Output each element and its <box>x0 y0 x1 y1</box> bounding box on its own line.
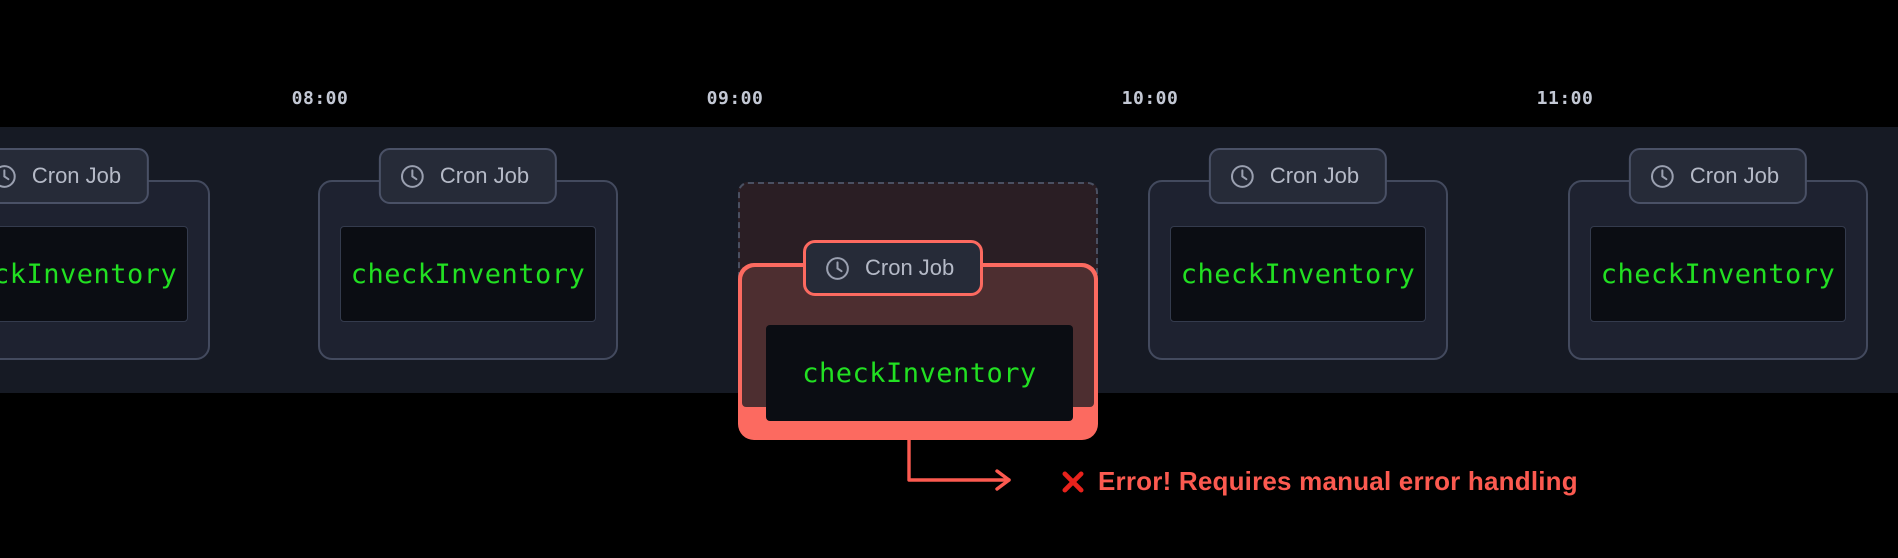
cron-job-chip-label: Cron Job <box>31 163 122 188</box>
cron-job-chip-label: Cron Job <box>1689 163 1780 188</box>
error-job-code-box: checkInventory <box>766 325 1073 421</box>
tick-label-0800: 08:00 <box>291 88 349 109</box>
cross-mark-icon <box>1060 469 1086 495</box>
annotation-text: Error! Requires manual error handling <box>1098 466 1578 496</box>
error-cron-job-chip-label: Cron Job <box>865 255 955 280</box>
annotation-message: Error! Requires manual error handling <box>1060 466 1578 497</box>
cron-job-chip-label: Cron Job <box>439 163 530 188</box>
job-code-box: checkInventory <box>0 226 188 322</box>
cron-job-chip[interactable]: Cron Job <box>378 148 558 204</box>
job-function-name: checkInventory <box>350 258 586 290</box>
clock-icon <box>1649 163 1676 190</box>
job-code-box: checkInventory <box>1170 226 1426 322</box>
job-card-1[interactable]: Cron Job checkInventory <box>0 148 210 360</box>
clock-icon <box>0 163 18 190</box>
job-function-name: checkInventory <box>0 258 178 290</box>
cron-job-chip[interactable]: Cron Job <box>1208 148 1388 204</box>
tick-label-1000: 10:00 <box>1121 88 1179 109</box>
job-card-4[interactable]: Cron Job checkInventory <box>1148 148 1448 360</box>
tick-label-0900: 09:00 <box>706 88 764 109</box>
clock-icon <box>1229 163 1256 190</box>
cron-job-chip[interactable]: Cron Job <box>1628 148 1808 204</box>
cron-job-chip-label: Cron Job <box>1269 163 1360 188</box>
job-card-2[interactable]: Cron Job checkInventory <box>318 148 618 360</box>
job-code-box: checkInventory <box>340 226 596 322</box>
clock-icon <box>824 255 851 282</box>
clock-icon <box>399 163 426 190</box>
job-code-box: checkInventory <box>1590 226 1846 322</box>
job-card-5[interactable]: Cron Job checkInventory <box>1568 148 1868 360</box>
error-cron-job-chip[interactable]: Cron Job <box>803 240 984 296</box>
job-function-name: checkInventory <box>1600 258 1836 290</box>
job-function-name: checkInventory <box>1180 258 1416 290</box>
cron-job-chip[interactable]: Cron Job <box>0 148 150 204</box>
annotation-arrow <box>905 438 1065 510</box>
error-job-function-name: checkInventory <box>802 357 1037 389</box>
tick-label-1100: 11:00 <box>1536 88 1594 109</box>
time-ruler: 08:00 09:00 10:00 11:00 <box>0 0 1898 127</box>
